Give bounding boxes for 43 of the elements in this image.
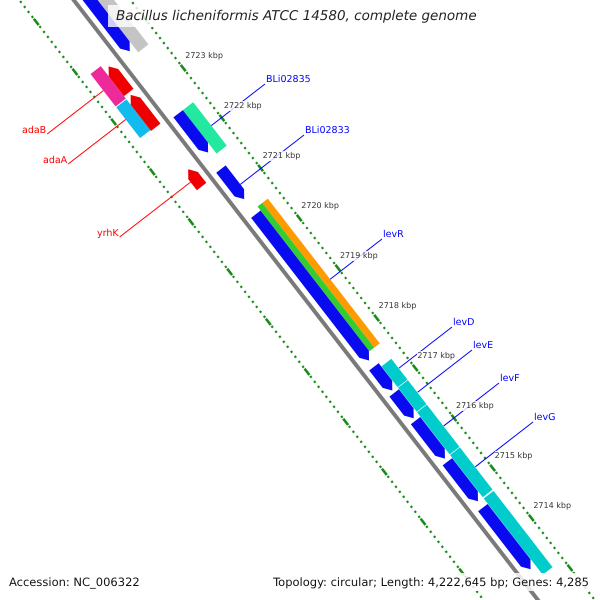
leader-line: [398, 326, 452, 369]
tick-label: 2721 kbp: [262, 151, 300, 162]
gene-label: adaA: [43, 155, 68, 167]
gene-feature: [90, 66, 126, 106]
gene-label: adaB: [22, 125, 46, 137]
gene-label: levD: [453, 317, 474, 329]
gene-feature: [380, 358, 408, 388]
tick-label: 2720 kbp: [301, 201, 339, 212]
accession-label: Accession: NC_006322: [8, 574, 141, 591]
tick-label: 2715 kbp: [494, 450, 532, 461]
gene-feature: [482, 490, 554, 576]
gene-feature: [389, 389, 414, 418]
gene-feature: [108, 66, 134, 96]
gene-feature: [116, 99, 150, 138]
tick-label: 2716 kbp: [456, 401, 494, 411]
leader-line: [119, 182, 192, 238]
tick-label: 2719 kbp: [340, 251, 378, 262]
leader-line: [68, 119, 126, 164]
gene-label: BLi02835: [266, 74, 311, 86]
gene-label: levE: [473, 340, 494, 352]
leader-line: [474, 422, 534, 468]
tick-label: 2723 kbp: [185, 51, 223, 62]
gene-feature: [216, 165, 244, 200]
gene-feature: [188, 169, 206, 190]
gene-feature: [442, 458, 478, 502]
tick-label: 2722 kbp: [224, 101, 262, 112]
gene-label: levR: [383, 229, 404, 241]
tick-label: 2718 kbp: [378, 301, 416, 312]
gene-feature: [449, 446, 494, 498]
gene-label: yrhK: [97, 228, 119, 240]
tick-label: 2717 kbp: [417, 351, 456, 361]
gene-label: BLi02833: [305, 125, 350, 137]
gene-feature: [410, 416, 445, 459]
gene-feature: [130, 94, 160, 131]
gene-feature: [397, 379, 428, 413]
gene-feature: [173, 110, 208, 152]
gene-feature: [369, 363, 392, 391]
gene-label: levF: [500, 373, 520, 385]
leader-line: [417, 350, 472, 393]
gene-label: levG: [534, 412, 556, 424]
gene-feature: [478, 504, 531, 570]
tick-label: 2714 kbp: [533, 500, 572, 511]
leader-line: [46, 90, 104, 134]
